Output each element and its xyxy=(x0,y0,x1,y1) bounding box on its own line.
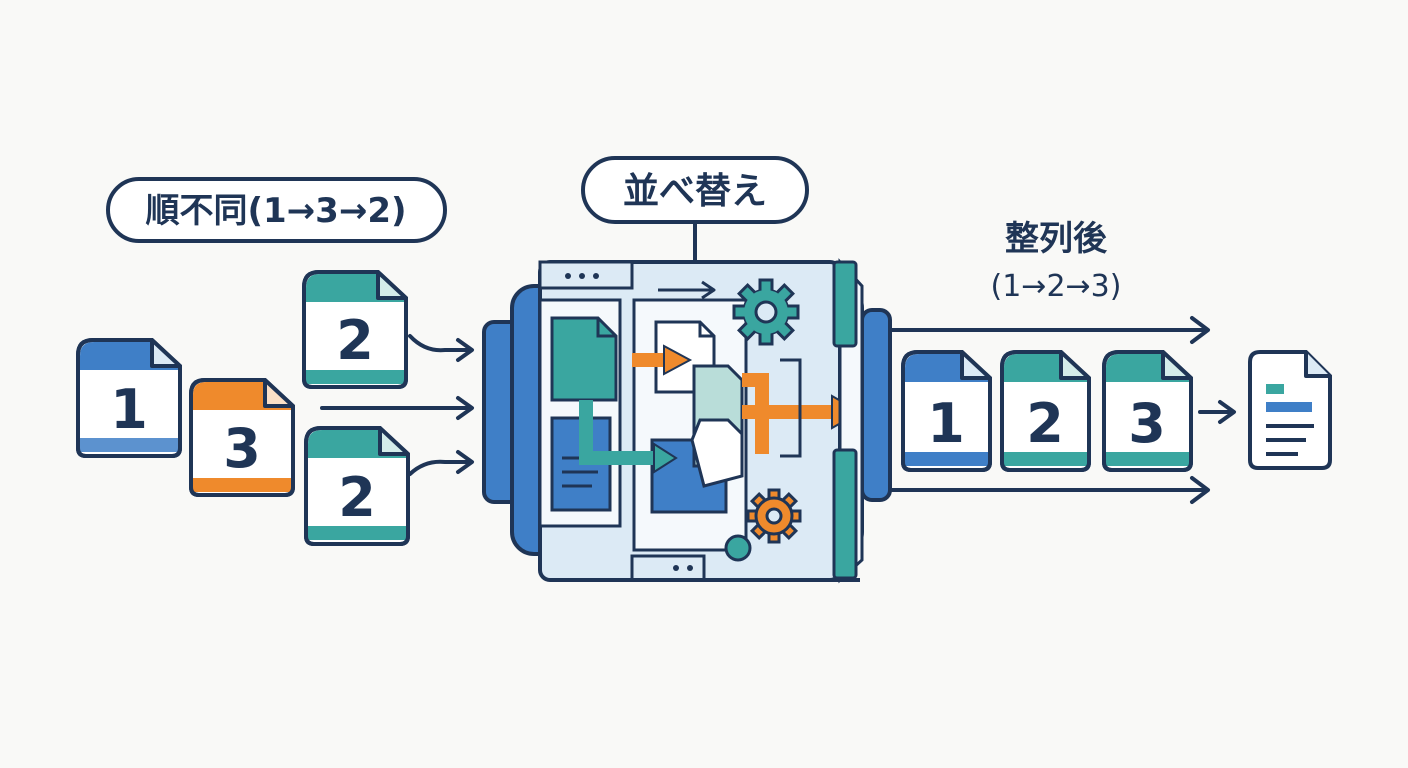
output-doc-2-number: 2 xyxy=(1026,392,1064,455)
output-arrows xyxy=(890,316,1236,504)
arrow-icon xyxy=(890,316,1210,344)
sorted-sequence: (1→2→3) xyxy=(991,269,1122,304)
arrow-icon xyxy=(658,280,716,300)
document-icon xyxy=(690,364,744,488)
unordered-label: 順不同(1→3→2) xyxy=(106,177,447,243)
gear-icon xyxy=(746,488,802,544)
gear-icon xyxy=(732,278,800,346)
teal-flow-path xyxy=(579,400,656,465)
input-doc-3-number: 3 xyxy=(223,417,261,480)
input-doc-2-top: 2 xyxy=(302,270,408,389)
output-doc-3-number: 3 xyxy=(1128,392,1166,455)
input-doc-2-top-number: 2 xyxy=(336,309,374,372)
input-arrows xyxy=(320,334,474,476)
output-doc-1: 1 xyxy=(901,350,992,472)
document-icon xyxy=(550,316,618,402)
sorted-title: 整列後 xyxy=(1005,219,1108,259)
sorting-machine xyxy=(482,258,892,584)
output-doc-3: 3 xyxy=(1102,350,1193,472)
result-document-icon xyxy=(1248,350,1332,470)
arrow-icon xyxy=(320,396,474,420)
input-doc-2-bottom: 2 xyxy=(304,426,410,546)
input-documents: 1 3 2 2 xyxy=(76,270,410,546)
sort-label-text: 並べ替え xyxy=(623,171,767,212)
arrow-icon xyxy=(408,450,474,476)
input-doc-3: 3 xyxy=(189,378,295,497)
machine-right-side xyxy=(860,308,892,502)
input-doc-1-number: 1 xyxy=(110,378,148,441)
input-doc-2-bottom-number: 2 xyxy=(338,466,376,529)
arrow-icon xyxy=(890,476,1210,504)
input-doc-1: 1 xyxy=(76,338,182,458)
output-doc-1-number: 1 xyxy=(927,392,965,455)
output-documents: 1 2 3 xyxy=(901,350,1193,472)
sort-label: 並べ替え xyxy=(581,156,809,262)
sorted-label: 整列後 (1→2→3) xyxy=(991,219,1122,304)
arrow-icon xyxy=(1198,400,1236,424)
unordered-label-text: 順不同(1→3→2) xyxy=(145,191,406,231)
arrow-icon xyxy=(408,334,474,362)
output-doc-2: 2 xyxy=(1000,350,1091,472)
